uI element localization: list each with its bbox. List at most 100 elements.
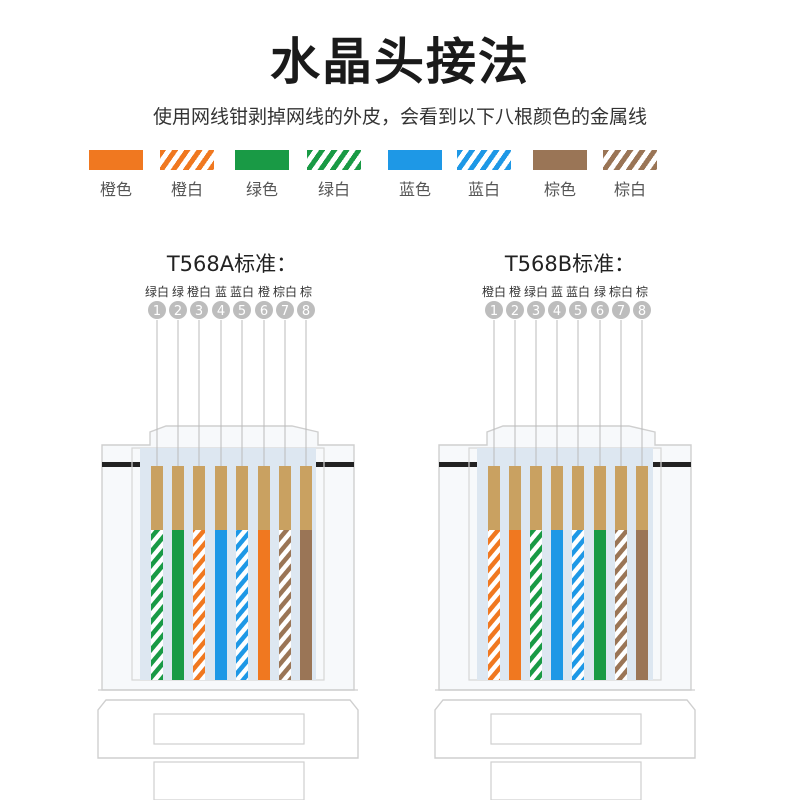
cable-boot (490, 761, 642, 800)
copper-contact (215, 466, 227, 530)
pin-number: 4 (553, 304, 561, 319)
wire-1 (488, 530, 500, 680)
copper-contact (193, 466, 205, 530)
copper-contact (509, 466, 521, 530)
pin-number-badge (591, 301, 609, 319)
legend-label: 蓝白 (467, 180, 500, 199)
copper-contact (572, 466, 584, 530)
legend-item: 棕白 (598, 150, 662, 200)
legend-item: 橙色 (84, 150, 148, 200)
copper-contact (151, 466, 163, 530)
legend-label: 棕白 (613, 180, 646, 199)
copper-contact (551, 466, 563, 530)
copper-contact (258, 466, 270, 530)
pin-number-badge (233, 301, 251, 319)
copper-contact (300, 466, 312, 530)
wire-label: 绿 (171, 285, 185, 299)
pin-number-badge (569, 301, 587, 319)
copper-contact (279, 466, 291, 530)
wire-label: 绿白 (144, 285, 170, 299)
wire-label: 橙 (508, 285, 522, 299)
legend-item: 棕色 (528, 150, 592, 200)
legend-swatch (603, 150, 657, 170)
legend-swatch (160, 150, 214, 170)
t568a-title: T568A标准： (166, 252, 298, 276)
wire-label: 蓝 (214, 285, 228, 299)
wire-4 (215, 530, 227, 680)
wire-label: 橙白 (186, 285, 212, 299)
legend-label: 橙色 (99, 180, 132, 199)
pin-number-badge (527, 301, 545, 319)
wire-label: 棕 (635, 285, 649, 299)
legend-swatch (533, 150, 587, 170)
pin-number: 4 (217, 304, 225, 319)
wire-7 (279, 530, 291, 680)
legend-item: 橙白 (155, 150, 219, 200)
copper-contact (594, 466, 606, 530)
pin-number: 1 (153, 304, 161, 319)
wire-6 (258, 530, 270, 680)
pin-number: 2 (511, 304, 519, 319)
legend-swatch (457, 150, 511, 170)
pin-number-badge (190, 301, 208, 319)
copper-contact (236, 466, 248, 530)
page-title: 水晶头接法 (270, 33, 530, 91)
pin-number-badge (485, 301, 503, 319)
pin-number: 8 (302, 304, 310, 319)
legend-label: 棕色 (543, 180, 576, 199)
legend-label: 绿白 (317, 180, 350, 199)
copper-contact (636, 466, 648, 530)
rj45-plug (97, 425, 359, 800)
wire-label: 橙 (257, 285, 271, 299)
pin-number-badge (548, 301, 566, 319)
wire-label: 橙白 (481, 285, 507, 299)
pin-number-badge (169, 301, 187, 319)
pin-number: 5 (574, 304, 582, 319)
pin-number-badge (276, 301, 294, 319)
wire-8 (300, 530, 312, 680)
legend-item: 蓝白 (452, 150, 516, 200)
legend-label: 橙白 (170, 180, 203, 199)
pin-number: 6 (596, 304, 604, 319)
pin-number-badge (633, 301, 651, 319)
wire-label: 蓝 (550, 285, 564, 299)
wire-7 (615, 530, 627, 680)
pin-number: 3 (532, 304, 540, 319)
legend-swatch (235, 150, 289, 170)
page-subtitle: 使用网线钳剥掉网线的外皮，会看到以下八根颜色的金属线 (152, 106, 647, 128)
pin-number: 1 (490, 304, 498, 319)
legend-swatch (388, 150, 442, 170)
plug-latch-window (153, 713, 305, 745)
pin-number: 7 (617, 304, 625, 319)
pin-number: 7 (281, 304, 289, 319)
wire-label: 棕白 (608, 285, 634, 299)
pin-number: 5 (238, 304, 246, 319)
copper-contact (530, 466, 542, 530)
wire-4 (551, 530, 563, 680)
t568b-title: T568B标准： (504, 252, 636, 276)
cable-boot (153, 761, 305, 800)
wire-8 (636, 530, 648, 680)
pin-number-badge (212, 301, 230, 319)
copper-contact (488, 466, 500, 530)
pin-number-badge (148, 301, 166, 319)
wire-label: 蓝白 (565, 285, 591, 299)
pin-number-badge (255, 301, 273, 319)
pin-number: 3 (195, 304, 203, 319)
wire-label: 蓝白 (229, 285, 255, 299)
wire-6 (594, 530, 606, 680)
plug-latch-window (490, 713, 642, 745)
pin-number: 2 (174, 304, 182, 319)
legend-item: 绿白 (302, 150, 366, 200)
pin-number-badge (506, 301, 524, 319)
legend-label: 绿色 (245, 180, 278, 199)
wire-label: 绿 (593, 285, 607, 299)
copper-contact (172, 466, 184, 530)
wire-label: 绿白 (523, 285, 549, 299)
pin-number-badge (297, 301, 315, 319)
wire-2 (172, 530, 184, 680)
wire-5 (236, 530, 248, 680)
pin-number: 6 (260, 304, 268, 319)
legend-label: 蓝色 (398, 180, 431, 199)
